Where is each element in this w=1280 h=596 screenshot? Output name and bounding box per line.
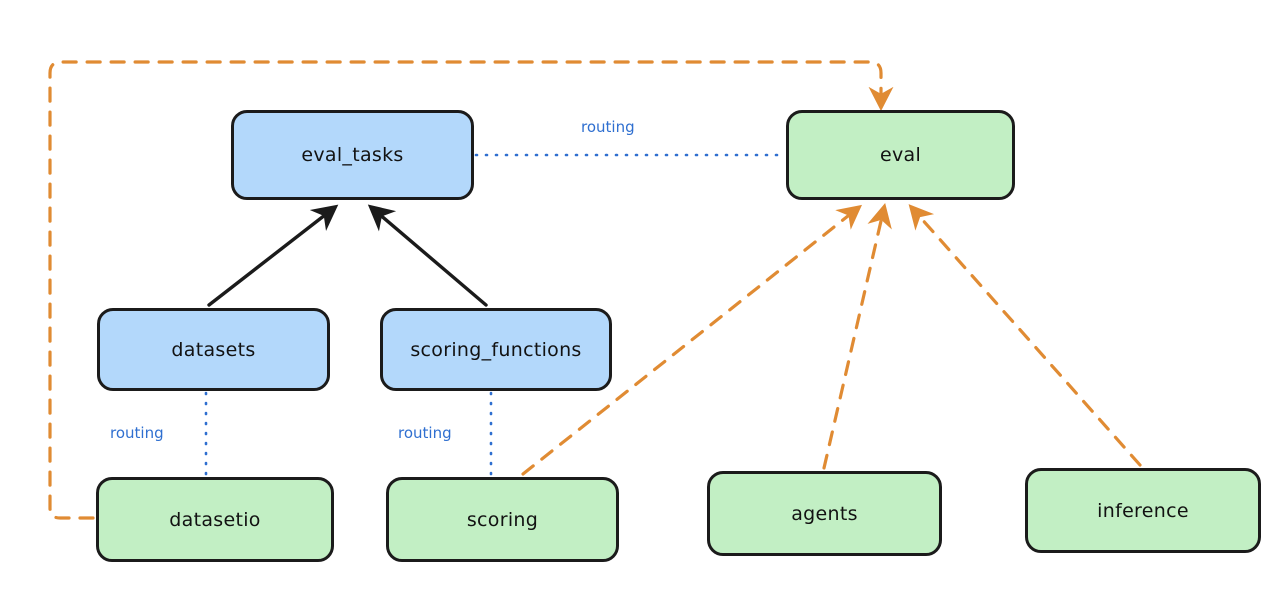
edge-label-routing-eval-tasks-eval: routing bbox=[581, 118, 635, 136]
node-eval-tasks-label: eval_tasks bbox=[301, 144, 404, 166]
node-scoring-functions[interactable]: scoring_functions bbox=[380, 308, 612, 391]
edge-label-routing-scoring-functions-scoring: routing bbox=[398, 424, 452, 442]
node-datasets-label: datasets bbox=[171, 338, 256, 361]
node-datasetio-label: datasetio bbox=[169, 508, 261, 531]
node-scoring-label: scoring bbox=[466, 508, 539, 531]
node-inference-label: inference bbox=[1097, 499, 1189, 522]
edge-agents-to-eval bbox=[822, 203, 892, 470]
node-eval[interactable]: eval bbox=[786, 110, 1015, 200]
edge-scoring-to-eval bbox=[521, 204, 863, 476]
edge-label-routing-datasets-datasetio: routing bbox=[110, 424, 164, 442]
node-scoring-functions-label: scoring_functions bbox=[410, 338, 582, 361]
node-agents-label: agents bbox=[791, 502, 858, 525]
edge-datasetio-to-eval bbox=[48, 60, 894, 520]
node-datasetio[interactable]: datasetio bbox=[96, 477, 334, 562]
node-scoring[interactable]: scoring bbox=[386, 477, 619, 562]
edge-inference-to-eval bbox=[908, 204, 1142, 467]
edge-datasets-to-eval-tasks bbox=[207, 204, 339, 307]
node-inference[interactable]: inference bbox=[1025, 468, 1261, 553]
node-datasets[interactable]: datasets bbox=[97, 308, 330, 391]
edge-scoring-functions-to-eval-tasks bbox=[367, 204, 488, 307]
node-agents[interactable]: agents bbox=[707, 471, 942, 556]
node-eval-tasks[interactable]: eval_tasks bbox=[231, 110, 474, 200]
node-eval-label: eval bbox=[879, 144, 922, 166]
